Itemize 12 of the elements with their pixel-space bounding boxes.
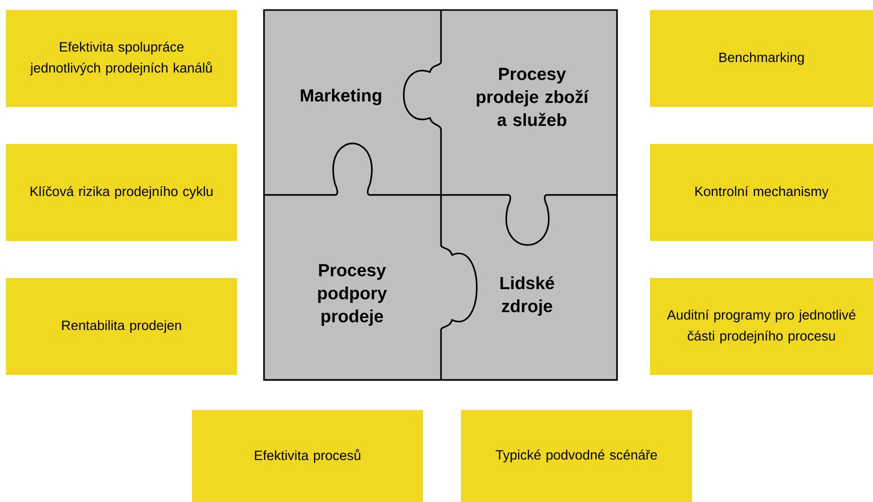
label-box: Efektivita spolupráce jednotlivých prodejních kanálů [6, 10, 237, 107]
puzzle-piece-label: Procesy prodeje zboží a služeb [476, 68, 589, 126]
label-box: Typické podvodné scénáře [461, 410, 692, 502]
puzzle-piece-label: Lidské zdroje [500, 276, 554, 316]
label-box: Rentabilita prodejen [6, 278, 237, 375]
label-box: Klíčová rizika prodejního cyklu [6, 144, 237, 241]
label-box: Efektivita procesů [192, 410, 423, 502]
label-box: Auditní programy pro jednotlivé části prodejního procesu [650, 278, 873, 375]
puzzle-piece-label: Procesy podpory prodeje [318, 264, 387, 326]
puzzle-piece-label: Marketing [300, 88, 382, 106]
label-box: Kontrolní mechanismy [650, 144, 873, 241]
label-box: Benchmarking [650, 10, 873, 107]
